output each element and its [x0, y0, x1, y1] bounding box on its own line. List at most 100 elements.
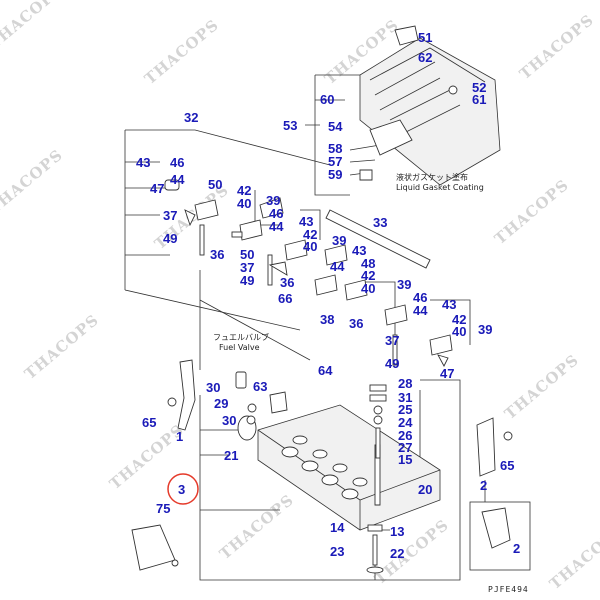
callout-47: 47 [150, 181, 164, 196]
callout-46: 46 [269, 206, 283, 221]
callout-27: 27 [398, 440, 412, 455]
rocker-assembly [164, 179, 453, 367]
callout-37: 37 [385, 333, 399, 348]
gasket-note-jp: 液状ガスケット塗布 [396, 172, 468, 182]
callout-37: 37 [163, 208, 177, 223]
callout-15: 15 [398, 452, 412, 467]
callout-49: 49 [240, 273, 254, 288]
callout-44: 44 [330, 259, 345, 274]
callout-49: 49 [385, 356, 399, 371]
cylinder-head-cover [359, 25, 501, 186]
callout-20: 20 [418, 482, 432, 497]
callout-21: 21 [224, 448, 238, 463]
highlight-circle [167, 473, 199, 505]
callout-65: 65 [142, 415, 156, 430]
callout-43: 43 [442, 297, 456, 312]
callout-46: 46 [413, 290, 427, 305]
cylinder-head [237, 404, 441, 531]
callout-42: 42 [361, 268, 375, 283]
watermark: THACOPS [546, 521, 600, 593]
callout-50: 50 [240, 247, 254, 262]
callout-53: 53 [283, 118, 297, 133]
callout-31: 31 [398, 390, 412, 405]
misc-parts [131, 359, 513, 574]
callout-51: 51 [418, 30, 432, 45]
callout-40: 40 [361, 281, 375, 296]
watermark: THACOPS [0, 0, 66, 53]
callout-47: 47 [440, 366, 454, 381]
watermark: THACOPS [141, 16, 222, 88]
callout-36: 36 [280, 275, 294, 290]
callout-43: 43 [299, 214, 313, 229]
callout-22: 22 [390, 546, 404, 561]
callout-28: 28 [398, 376, 412, 391]
callout-42: 42 [237, 183, 251, 198]
callout-13: 13 [390, 524, 404, 539]
callout-61: 61 [472, 92, 486, 107]
callout-62: 62 [418, 50, 432, 65]
callout-39: 39 [397, 277, 411, 292]
callout-3: 3 [178, 482, 185, 497]
fuel-valve-note-jp: フュエルバルブ [213, 332, 269, 342]
gasket-note-en: Liquid Gasket Coating [396, 183, 484, 192]
callout-52: 52 [472, 80, 486, 95]
callout-30: 30 [206, 380, 220, 395]
callout-40: 40 [452, 324, 466, 339]
callout-57: 57 [328, 154, 342, 169]
callout-58: 58 [328, 141, 342, 156]
callout-2: 2 [480, 478, 487, 493]
callout-54: 54 [328, 119, 343, 134]
callout-48: 48 [361, 256, 375, 271]
callout-36: 36 [349, 316, 363, 331]
callout-59: 59 [328, 167, 342, 182]
watermark: THACOPS [371, 516, 452, 588]
callout-14: 14 [330, 520, 345, 535]
callout-40: 40 [303, 239, 317, 254]
callout-43: 43 [352, 243, 366, 258]
callout-40: 40 [237, 196, 251, 211]
callout-66: 66 [278, 291, 292, 306]
callout-75: 75 [156, 501, 170, 516]
callout-33: 33 [373, 215, 387, 230]
callout-50: 50 [208, 177, 222, 192]
watermark: THACOPS [491, 176, 572, 248]
watermark: THACOPS [501, 351, 582, 423]
callout-25: 25 [398, 402, 412, 417]
callout-38: 38 [320, 312, 334, 327]
callout-36: 36 [210, 247, 224, 262]
callout-39: 39 [266, 193, 280, 208]
callout-23: 23 [330, 544, 344, 559]
callout-60: 60 [320, 92, 334, 107]
callout-30: 30 [222, 413, 236, 428]
callout-44: 44 [413, 303, 428, 318]
callout-39: 39 [332, 233, 346, 248]
callout-46: 46 [170, 155, 184, 170]
callout-43: 43 [136, 155, 150, 170]
callout-32: 32 [184, 110, 198, 125]
callout-37: 37 [240, 260, 254, 275]
callout-42: 42 [303, 227, 317, 242]
callout-2: 2 [513, 541, 520, 556]
watermark: THACOPS [216, 491, 297, 563]
callout-44: 44 [269, 219, 284, 234]
figure-code: PJFE494 [488, 585, 529, 594]
fuel-valve-note-en: Fuel Valve [219, 343, 260, 352]
callout-labels: 51 62 52 61 60 53 54 58 57 59 32 43 46 4… [136, 30, 520, 561]
callout-65: 65 [500, 458, 514, 473]
callout-44: 44 [170, 172, 185, 187]
callout-39: 39 [478, 322, 492, 337]
callout-42: 42 [452, 312, 466, 327]
callout-29: 29 [214, 396, 228, 411]
callout-24: 24 [398, 415, 413, 430]
callout-26: 26 [398, 428, 412, 443]
callout-1: 1 [176, 429, 183, 444]
watermark: THACOPS [0, 146, 66, 218]
callout-64: 64 [318, 363, 333, 378]
watermark: THACOPS [21, 311, 102, 383]
callout-63: 63 [253, 379, 267, 394]
annotations: 液状ガスケット塗布 Liquid Gasket Coating フュエルバルブ … [213, 172, 529, 594]
watermark: THACOPS [516, 11, 597, 83]
